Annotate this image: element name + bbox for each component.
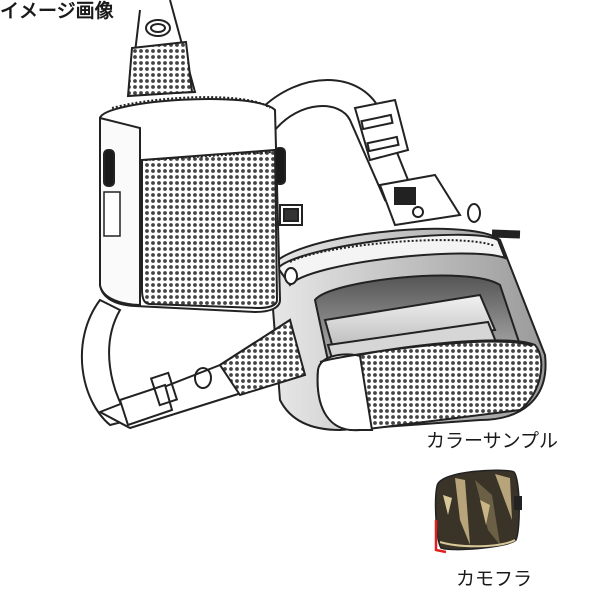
main-bag [268, 227, 547, 432]
shoulder-strap-top [126, 0, 197, 98]
color-sample-heading: カラーサンプル [426, 430, 559, 452]
front-pouch [99, 96, 303, 314]
image-caption: イメージ画像 [0, 0, 114, 22]
shoulder-strap-arc [258, 79, 481, 227]
color-name-label: カモフラ [456, 568, 533, 590]
camo-swatch [434, 469, 522, 554]
lower-strap [80, 298, 307, 430]
